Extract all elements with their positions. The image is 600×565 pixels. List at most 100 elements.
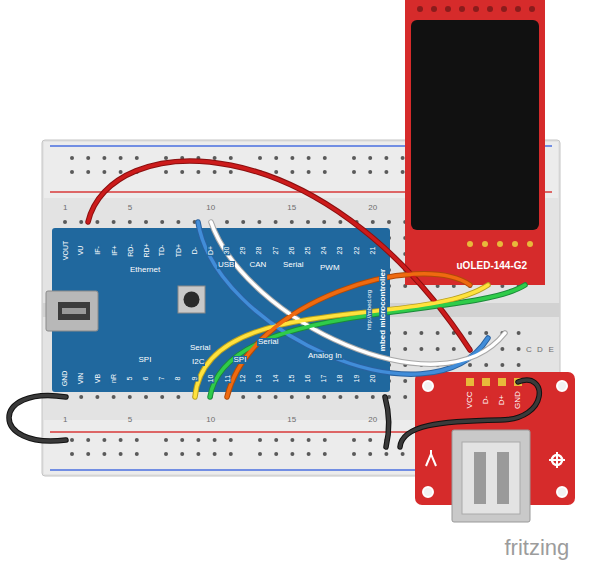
pin-label: VOUT xyxy=(62,239,69,260)
breadboard-hole xyxy=(258,452,262,456)
breadboard-hole xyxy=(387,220,391,224)
breadboard-hole xyxy=(290,220,294,224)
breadboard-hole xyxy=(352,156,356,160)
breadboard-hole xyxy=(180,170,184,174)
breadboard-hole xyxy=(419,347,423,351)
pin-label: D- xyxy=(482,395,490,405)
breadboard-hole xyxy=(164,438,168,442)
breadboard-hole xyxy=(274,395,278,399)
wire-outline-part xyxy=(210,285,525,397)
column-number: 1 xyxy=(63,416,67,424)
pin-label: 26 xyxy=(288,245,295,255)
part-name: uOLED-144-G2 xyxy=(456,261,529,271)
breadboard-hole xyxy=(119,156,123,160)
pin-label: 21 xyxy=(369,245,376,255)
usb-a-connector-part xyxy=(497,452,509,504)
wire-outline xyxy=(9,161,539,447)
pin-label: 11 xyxy=(224,373,231,382)
oled-header-pads-part xyxy=(482,241,488,247)
breadboard-hole xyxy=(128,220,132,224)
breadboard-hole xyxy=(307,170,311,174)
silkscreen-label: CAN xyxy=(249,261,268,269)
breadboard-hole xyxy=(213,452,217,456)
pin-label: 8 xyxy=(175,375,182,381)
breadboard-hole xyxy=(112,395,116,399)
column-number: 20 xyxy=(368,416,377,424)
breadboard-hole xyxy=(258,438,262,442)
breadboard-hole xyxy=(323,438,327,442)
oled-header-pads-part xyxy=(497,241,503,247)
breadboard-hole xyxy=(500,363,504,367)
breadboard-hole xyxy=(468,331,472,335)
oled-screen-part xyxy=(487,6,493,12)
pin-label: RD+ xyxy=(143,242,150,258)
usb-a-connector-part xyxy=(452,430,530,522)
breadboard-hole xyxy=(86,156,90,160)
breadboard-hole xyxy=(306,395,310,399)
column-number: 15 xyxy=(287,416,296,424)
column-number: 20 xyxy=(368,204,377,212)
reset-button-part xyxy=(178,286,205,313)
usb-a-connector-part xyxy=(474,452,486,504)
breadboard-hole xyxy=(274,438,278,442)
pin-label: GND xyxy=(61,369,68,387)
row-letter: C xyxy=(526,346,532,354)
breadboard-hole xyxy=(323,156,327,160)
breadboard-hole xyxy=(70,452,74,456)
breadboard-hole xyxy=(290,170,294,174)
breadboard-hole xyxy=(384,170,388,174)
breadboard-hole xyxy=(274,156,278,160)
silkscreen-label: Serial xyxy=(282,261,304,269)
oled-screen-part xyxy=(445,6,451,12)
pin-label: 24 xyxy=(321,245,328,255)
pin-label: 12 xyxy=(240,373,247,383)
breadboard-hole xyxy=(70,438,74,442)
breadboard-hole xyxy=(144,220,148,224)
breadboard-hole xyxy=(517,363,521,367)
breadboard-hole xyxy=(128,395,132,399)
pin-label: IF- xyxy=(94,245,101,256)
breadboard-hole xyxy=(484,363,488,367)
watermark: fritzing xyxy=(505,537,570,559)
column-number: 10 xyxy=(206,416,215,424)
breadboard-hole xyxy=(352,438,356,442)
breadboard-hole xyxy=(307,452,311,456)
reset-button xyxy=(178,286,205,313)
pin-label: 19 xyxy=(353,373,360,383)
oled-header-pads-part xyxy=(467,241,473,247)
silkscreen-label: USB xyxy=(217,261,235,269)
silkscreen-icons-part xyxy=(549,452,565,468)
column-number: 5 xyxy=(128,416,132,424)
oled-screen-part xyxy=(501,6,507,12)
pin-label: 6 xyxy=(142,375,149,381)
breadboard-hole xyxy=(86,452,90,456)
breadboard-hole xyxy=(180,438,184,442)
usb-a-connector xyxy=(452,430,530,522)
breadboard-hole xyxy=(368,156,372,160)
breadboard-hole xyxy=(338,220,342,224)
board-name: mbed microcontroller xyxy=(379,268,387,352)
mounting-holes-part xyxy=(423,381,433,391)
white-wire xyxy=(211,222,505,364)
pin-label: 18 xyxy=(337,373,344,383)
breadboard-hole xyxy=(144,395,148,399)
breadboard-hole xyxy=(95,220,99,224)
breadboard-hole xyxy=(322,220,326,224)
breadboard-hole xyxy=(274,220,278,224)
breadboard-hole xyxy=(403,379,407,383)
red-wire xyxy=(88,161,470,350)
breadboard-hole xyxy=(229,438,233,442)
breadboard-hole xyxy=(403,347,407,351)
breadboard-hole xyxy=(290,452,294,456)
wire-core xyxy=(9,161,539,447)
usb-breakout-pads xyxy=(466,378,522,386)
pin-label: 25 xyxy=(304,245,311,255)
breadboard-hole xyxy=(102,452,106,456)
column-number: 1 xyxy=(63,204,67,212)
breadboard-hole xyxy=(95,395,99,399)
mini-usb-connector-part xyxy=(46,291,98,331)
pin-label: D+ xyxy=(498,394,506,406)
